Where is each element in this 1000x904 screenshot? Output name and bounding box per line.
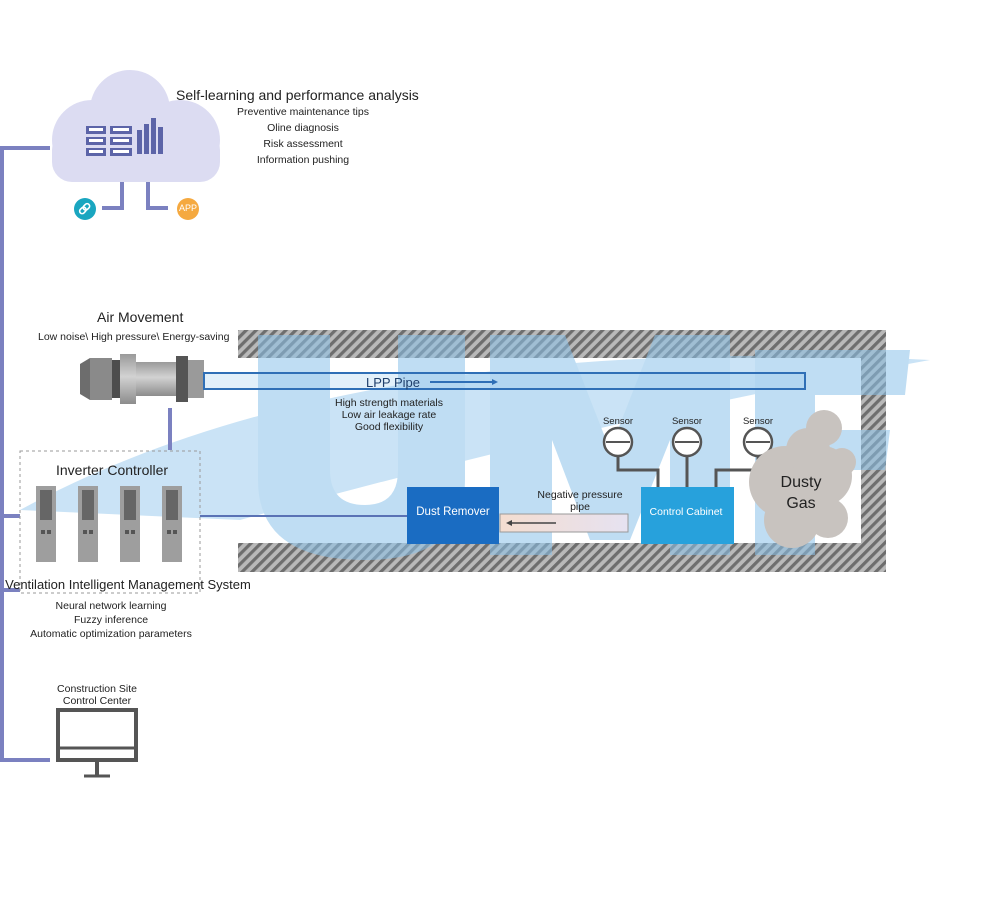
sensor-gauge-icon [602,426,634,458]
negative-pipe-label: Negative pressure [537,489,623,501]
lpp-pipe [203,372,806,390]
cloud [52,70,220,182]
dusty-gas-label: Gas [786,495,816,512]
sensor-gauge-icon [742,426,774,458]
cloud-feature: Preventive maintenance tips [237,106,369,118]
left-bus-line [0,146,50,762]
inverter-unit [78,486,98,562]
sensor-line [616,456,660,487]
sensor-label: Sensor [742,416,774,427]
control-center-label: Control Center [62,695,132,707]
dust-remover-label: Dust Remover [416,506,490,518]
lpp-feature: Good flexibility [354,421,424,433]
control-center-label: Construction Site [57,683,137,695]
system-feature: Neural network learning [55,600,167,612]
sensor-gauge-icon [671,426,703,458]
cloud-feature: Information pushing [256,154,350,166]
sensor-label: Sensor [671,416,703,427]
app-icon[interactable] [177,198,199,220]
lpp-feature: High strength materials [335,397,443,409]
system-feature: Automatic optimization parameters [30,628,192,640]
inverter-unit [120,486,140,562]
link-icon[interactable] [74,198,96,220]
dusty-gas-cloud [749,410,856,548]
monitor-icon [56,708,138,778]
inverter-unit [36,486,56,562]
inverter-controller-box [19,450,201,594]
fan-icon [80,354,204,404]
cloud-feature: Oline diagnosis [267,122,339,134]
lpp-feature: Low air leakage rate [341,409,437,421]
air-movement-title: Air Movement [97,309,184,325]
server-icon [86,126,132,156]
negative-pressure-pipe [499,513,629,533]
control-cabinet-label: Control Cabinet [649,506,723,518]
system-title: Ventilation Intelligent Management Syste… [5,577,251,592]
lpp-pipe-label: LPP Pipe [366,375,420,390]
inverter-units [36,486,182,562]
dusty-gas-label: Dusty [780,474,822,491]
control-cabinet-box [641,487,734,544]
system-feature: Fuzzy inference [73,614,149,626]
app-label[interactable]: APP [178,203,197,213]
cloud-feature: Risk assessment [263,138,343,150]
cloud-link-line [102,182,124,210]
network-lines [0,146,172,762]
negative-pipe-label: pipe [570,501,590,513]
dust-remover-box [407,487,499,544]
air-movement-subtitle: Low noise\ High pressure\ Energy-saving [38,331,230,343]
bar-chart-icon [137,118,163,154]
inverter-unit [162,486,182,562]
inverter-title: Inverter Controller [55,462,169,478]
cloud-app-line [146,182,168,210]
cloud-title: Self-learning and performance analysis [176,87,419,103]
sensor-label: Sensor [602,416,634,427]
